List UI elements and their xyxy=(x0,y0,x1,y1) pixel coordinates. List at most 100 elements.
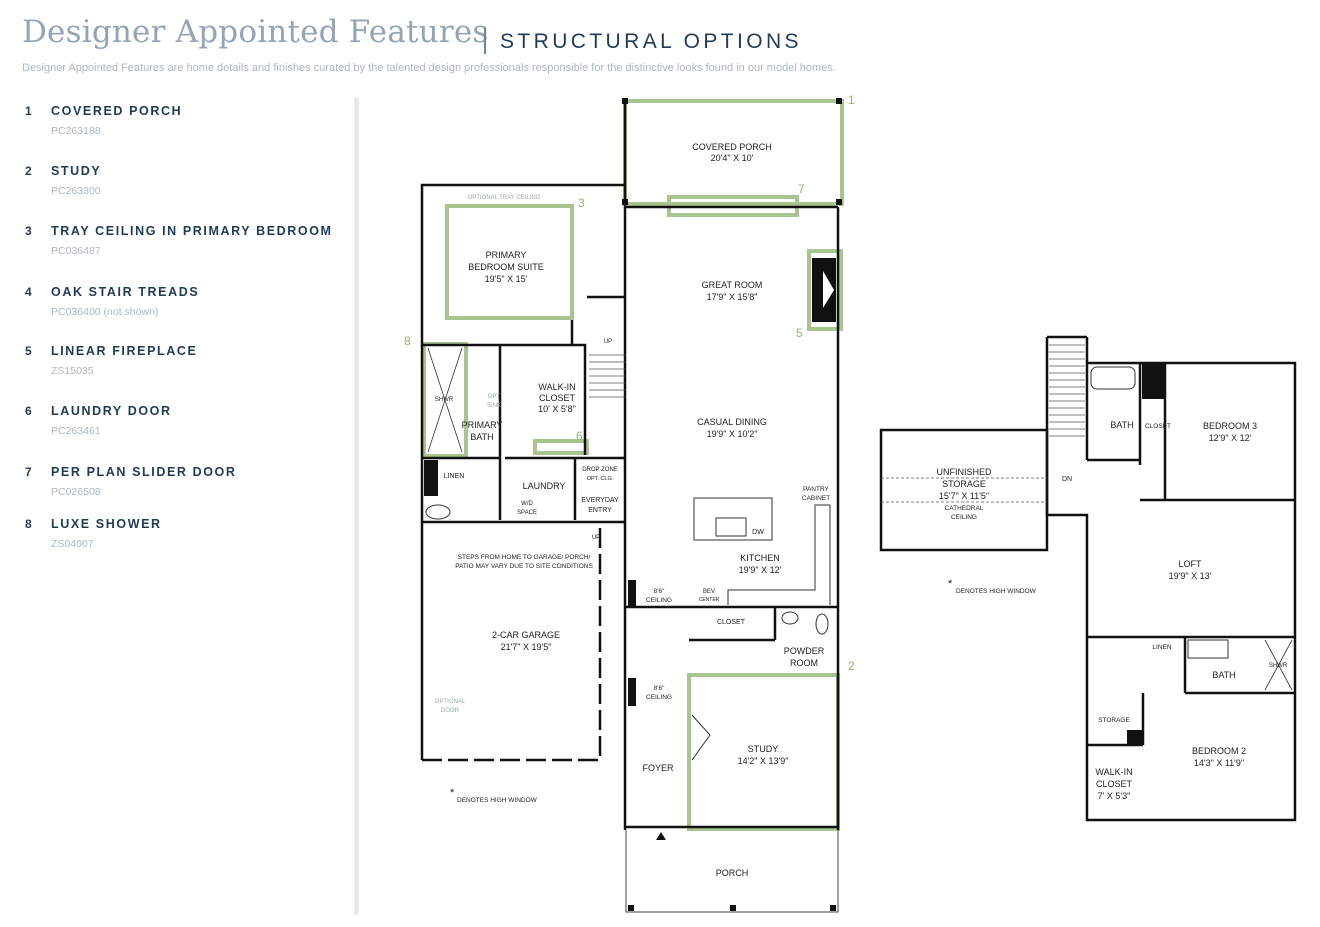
feature-label: STUDY xyxy=(51,164,102,178)
ceiling-label-b-2: CEILING xyxy=(646,694,672,701)
wall-garage-south xyxy=(422,522,602,762)
marker-3: 3 xyxy=(578,196,585,210)
outer-wall xyxy=(1045,337,1297,822)
pantry-label: PANTRY xyxy=(803,486,829,493)
linen-label: LINEN xyxy=(1152,644,1171,651)
kitchen-sink xyxy=(715,517,747,537)
shower-x xyxy=(427,347,463,453)
first-floor-plan: 1 2 3 5 6 7 8 COVERED PORCH 20'4" X 10' … xyxy=(404,93,855,913)
stairs xyxy=(589,354,625,398)
optional-tray-label: OPTIONAL TRAY CEILING xyxy=(468,195,541,201)
walk-in-label-2: CLOSET xyxy=(1096,779,1133,789)
great-room-dims: 17'9" X 15'8" xyxy=(707,292,758,302)
porch-label: PORCH xyxy=(716,868,749,878)
walk-in-closet-label: WALK-IN xyxy=(538,382,575,392)
powder-room-label-2: ROOM xyxy=(790,658,818,668)
feature-number: 8 xyxy=(25,517,33,531)
unfinished-storage-wall xyxy=(879,428,1049,552)
closet-label: CLOSET xyxy=(1145,423,1171,430)
bedroom2-dims: 14'3" X 11'9" xyxy=(1194,758,1244,768)
feature-label: COVERED PORCH xyxy=(51,104,183,118)
fireplace-highlight xyxy=(807,249,843,331)
post xyxy=(622,98,628,104)
primary-suite-label: PRIMARY xyxy=(486,250,527,260)
closet-block xyxy=(1142,363,1166,399)
toilet-icon xyxy=(815,613,829,635)
pantry-label-2: CABINET xyxy=(802,495,830,502)
second-floor-plan: UNFINISHED STORAGE 15'7" X 11'5" CATHEDR… xyxy=(879,335,1297,822)
foyer-label: FOYER xyxy=(642,763,674,773)
unfinished-storage-dims: 15'7" X 11'5" xyxy=(939,491,989,501)
feature-code: PC036487 xyxy=(51,245,101,257)
unfinished-storage-label-2: STORAGE xyxy=(942,479,986,489)
marker-1: 1 xyxy=(848,93,855,107)
feature-number: 4 xyxy=(25,285,33,299)
post xyxy=(830,905,836,911)
high-window-asterisk: * xyxy=(948,578,953,590)
loft-dims: 19'9" X 13' xyxy=(1169,571,1212,581)
everyday-entry-label-2: ENTRY xyxy=(588,507,612,514)
shwr-label: SHWR xyxy=(435,397,454,403)
high-window-asterisk: * xyxy=(450,787,455,799)
feature-code: PC263461 xyxy=(51,425,101,437)
drop-zone-label: DROP ZONE xyxy=(582,467,618,473)
bev-label-2: CENTER xyxy=(699,597,720,603)
casual-dining-dims: 19'9" X 10'2" xyxy=(707,429,758,439)
ceiling-label-2: CEILING xyxy=(646,597,672,604)
primary-bath-label: PRIMARY xyxy=(462,420,503,430)
ceiling-block xyxy=(628,678,636,706)
marker-6: 6 xyxy=(576,429,583,443)
post xyxy=(836,98,842,104)
post xyxy=(730,905,736,911)
walk-in-label: WALK-IN xyxy=(1095,767,1132,777)
bedroom3-dims: 12'9" X 12' xyxy=(1209,433,1252,443)
bedroom3-label: BEDROOM 3 xyxy=(1203,421,1257,431)
closet-label: CLOSET xyxy=(717,619,746,626)
kitchen-dims: 19'9" X 12' xyxy=(739,565,782,575)
option-markers: 1 2 3 5 6 7 8 xyxy=(404,93,855,673)
marker-5: 5 xyxy=(796,326,803,340)
feature-label: OAK STAIR TREADS xyxy=(51,285,200,299)
ceiling-block xyxy=(628,580,636,608)
page-description: Designer Appointed Features are home det… xyxy=(22,62,836,74)
title-separator xyxy=(484,28,486,54)
high-window-note: DENOTES HIGH WINDOW xyxy=(956,588,1037,595)
primary-suite-dims: 19'5" X 15' xyxy=(485,274,528,284)
feature-number: 1 xyxy=(25,104,33,118)
steps-note-2: PATIO MAY VARY DUE TO SITE CONDITIONS xyxy=(455,563,593,570)
shwr-label: SHWR xyxy=(1269,663,1288,669)
high-window-note: DENOTES HIGH WINDOW xyxy=(457,797,538,804)
powder-room-label: POWDER xyxy=(784,646,825,656)
feature-code: PC036400 (not shown) xyxy=(51,306,159,318)
feature-label: LUXE SHOWER xyxy=(51,517,162,531)
feature-code: PC263188 xyxy=(51,125,101,137)
entry-arrow-icon xyxy=(656,832,666,840)
feature-code: PC026508 xyxy=(51,486,101,498)
casual-dining-label: CASUAL DINING xyxy=(697,417,767,427)
feature-label: TRAY CEILING IN PRIMARY BEDROOM xyxy=(51,224,333,238)
feature-number: 6 xyxy=(25,404,33,418)
linen-block xyxy=(424,460,438,496)
vanity-icon xyxy=(1187,639,1229,659)
great-room-label: GREAT ROOM xyxy=(702,280,763,290)
feature-label: LINEAR FIREPLACE xyxy=(51,344,198,358)
marker-7: 7 xyxy=(798,182,805,196)
post xyxy=(622,199,628,205)
stairs-second xyxy=(1049,344,1085,437)
bath2-label: BATH xyxy=(1212,670,1235,680)
opt-sink-label: OPT xyxy=(488,394,501,400)
primary-bath-label-2: BATH xyxy=(470,432,493,442)
sink-icon xyxy=(781,611,799,625)
feature-number: 2 xyxy=(25,164,33,178)
linen-label: LINEN xyxy=(444,473,465,480)
bathtub-icon xyxy=(1090,366,1136,390)
walk-in-dims: 7' X 5'3" xyxy=(1098,791,1131,801)
ceiling-label: 8'6" xyxy=(654,588,665,595)
feature-item-slider-door: 7 PER PLAN SLIDER DOOR PC026508 xyxy=(25,465,345,509)
room-labels-second: UNFINISHED STORAGE 15'7" X 11'5" CATHEDR… xyxy=(936,420,1287,801)
bath1-label: BATH xyxy=(1110,420,1133,430)
study-label: STUDY xyxy=(748,744,779,754)
up-label: UP xyxy=(604,339,612,345)
optional-door-label: OPTIONAL xyxy=(435,699,466,705)
